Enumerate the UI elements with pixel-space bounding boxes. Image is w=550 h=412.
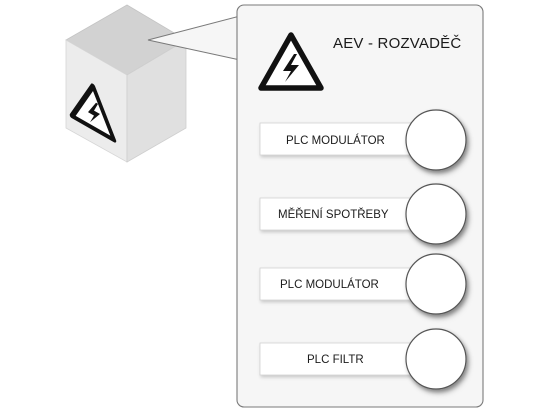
module-list: PLC MODULÁTOR MĚŘENÍ SPOTŘEBY PLC MODULÁ… xyxy=(259,109,467,390)
module-label: MĚŘENÍ SPOTŘEBY xyxy=(278,208,389,221)
module-item: PLC MODULÁTOR xyxy=(259,109,467,171)
module-status-indicator xyxy=(405,183,467,245)
module-status-indicator xyxy=(405,109,467,171)
module-item: PLC MODULÁTOR xyxy=(259,253,467,315)
cube-right-face xyxy=(126,39,187,163)
panel-title: AEV - ROZVADĚČ xyxy=(333,35,461,52)
high-voltage-warning-icon xyxy=(69,83,117,143)
module-label: PLC MODULÁTOR xyxy=(280,278,379,291)
module-item: MĚŘENÍ SPOTŘEBY xyxy=(259,183,467,245)
enclosure-cube xyxy=(65,4,187,163)
module-label: PLC FILTR xyxy=(307,354,364,366)
high-voltage-warning-icon xyxy=(258,32,324,91)
module-label: PLC MODULÁTOR xyxy=(286,134,385,147)
module-status-indicator xyxy=(405,328,467,390)
distribution-board-panel: AEV - ROZVADĚČ PLC MODULÁTOR MĚŘENÍ SPOT… xyxy=(236,4,484,408)
module-item: PLC FILTR xyxy=(259,328,467,390)
module-status-indicator xyxy=(405,253,467,315)
